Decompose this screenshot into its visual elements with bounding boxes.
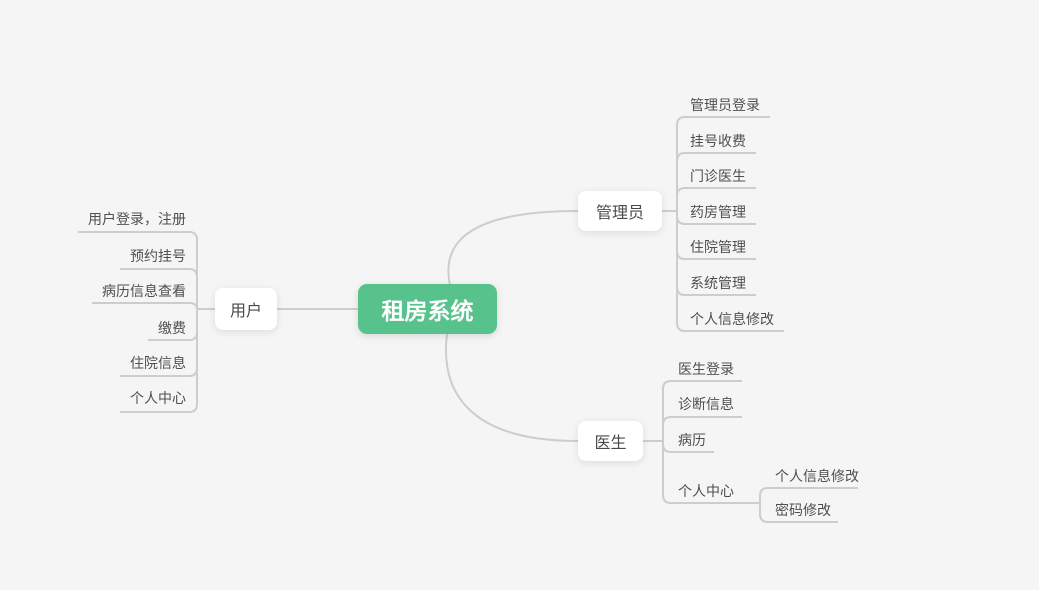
link-admin-child: [676, 211, 784, 332]
leaf-diagnosis-info[interactable]: 诊断信息: [678, 396, 734, 412]
leaf-doctor-login[interactable]: 医生登录: [678, 361, 734, 377]
leaf-user-login-register[interactable]: 用户登录，注册: [88, 211, 186, 227]
leaf-user-personal-center[interactable]: 个人中心: [130, 390, 186, 406]
link-admin-child: [676, 187, 756, 211]
leaf-password-edit[interactable]: 密码修改: [775, 502, 831, 518]
leaf-system-management[interactable]: 系统管理: [690, 275, 746, 291]
leaf-appointment-registration[interactable]: 预约挂号: [130, 248, 186, 264]
leaf-doctor-personal-center[interactable]: 个人中心: [678, 483, 734, 499]
leaf-medical-record[interactable]: 病历: [678, 432, 706, 448]
link-user-child: [120, 309, 198, 413]
root-node-rental-system[interactable]: 租房系统: [358, 284, 497, 334]
link-admin-child: [676, 152, 756, 211]
branch-node-user[interactable]: 用户: [215, 288, 277, 330]
link-admin-child: [676, 116, 770, 211]
link-user-child: [92, 302, 198, 310]
link-doctor-child: [662, 380, 742, 441]
branch-node-doctor[interactable]: 医生: [578, 421, 643, 461]
leaf-admin-login[interactable]: 管理员登录: [690, 97, 760, 113]
link-root-admin: [447, 210, 579, 286]
link-root-doctor: [445, 333, 579, 442]
leaf-admin-personal-info-edit[interactable]: 个人信息修改: [690, 311, 774, 327]
link-doctor-child: [662, 441, 760, 504]
link-user-child: [120, 268, 198, 309]
link-user-child: [78, 231, 198, 309]
leaf-hospitalization-management[interactable]: 住院管理: [690, 239, 746, 255]
leaf-registration-fee[interactable]: 挂号收费: [690, 133, 746, 149]
branch-node-admin[interactable]: 管理员: [578, 191, 662, 231]
link-pcenter-child: [759, 503, 838, 523]
link-doctor-child: [662, 416, 742, 441]
leaf-medical-record-view[interactable]: 病历信息查看: [102, 283, 186, 299]
link-pcenter-child: [759, 487, 858, 503]
leaf-personal-info-edit[interactable]: 个人信息修改: [775, 468, 859, 484]
leaf-pharmacy-management[interactable]: 药房管理: [690, 204, 746, 220]
leaf-outpatient-doctor[interactable]: 门诊医生: [690, 168, 746, 184]
leaf-payment[interactable]: 缴费: [158, 320, 186, 336]
leaf-hospitalization-info[interactable]: 住院信息: [130, 355, 186, 371]
